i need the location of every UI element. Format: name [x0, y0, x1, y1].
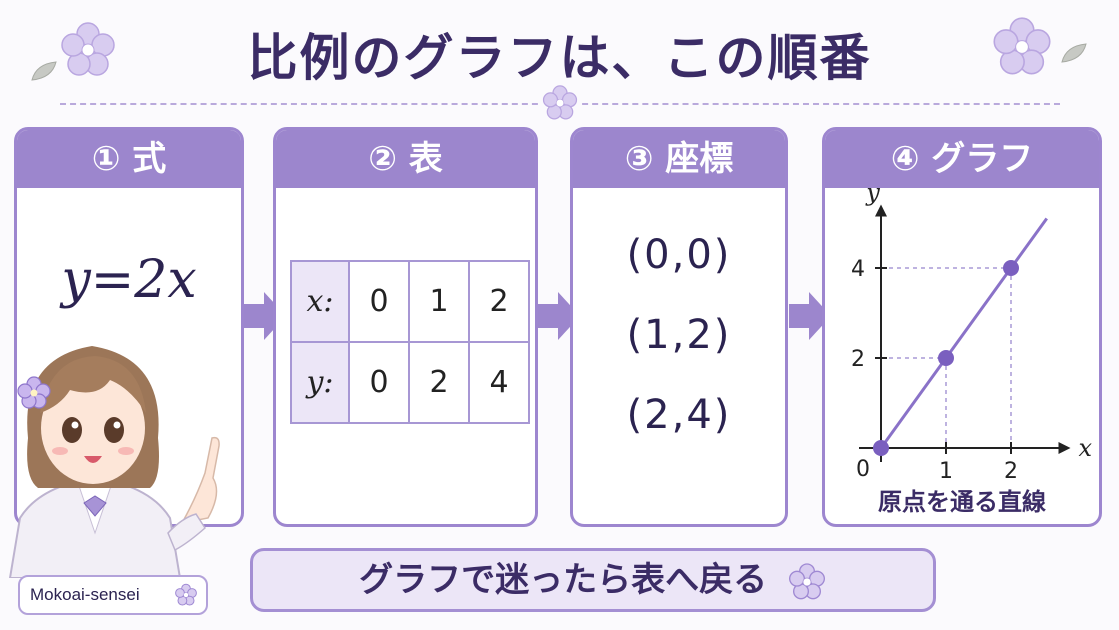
flower-icon [541, 84, 579, 122]
arrow-right-icon [538, 292, 580, 340]
step-card-table: ② 表 x: 0 1 2 y: 0 2 4 [273, 127, 538, 527]
proportional-graph: x y 0 1 2 2 4 [851, 188, 1093, 478]
step-header: ④ グラフ [825, 130, 1099, 188]
row-label-y: y: [290, 341, 350, 424]
row-label-x: x: [290, 260, 350, 343]
table-cell: 0 [348, 260, 410, 343]
author-name: Mokoai-sensei [30, 585, 140, 604]
step-card-graph: ④ グラフ x y 0 1 2 2 4 原点を通る直線 [822, 127, 1102, 527]
page-title: 比例のグラフは、この順番 [247, 29, 872, 87]
coordinate-text: (0,0) [626, 232, 732, 278]
data-point [1003, 260, 1019, 276]
footer-message: グラフで迷ったら表へ戻る [250, 548, 936, 612]
leaf-icon [1061, 43, 1087, 63]
flower-icon [788, 562, 825, 599]
graph-caption: 原点を通る直線 [878, 488, 1046, 516]
table-cell: 2 [468, 260, 530, 343]
arrow-right-icon [789, 292, 831, 340]
y-tick-label: 4 [851, 257, 865, 282]
x-axis-label: x [1079, 434, 1093, 462]
value-table: x: 0 1 2 y: 0 2 4 [290, 260, 530, 424]
table-cell: 0 [348, 341, 410, 424]
y-axis-arrow [875, 204, 887, 217]
table-cell: 4 [468, 341, 530, 424]
step-header: ③ 座標 [573, 130, 785, 188]
y-axis-label: y [865, 188, 880, 207]
flower-icon [993, 17, 1051, 75]
formula-text: y=2x [61, 250, 197, 310]
data-point [873, 440, 889, 456]
x-tick-label: 1 [939, 459, 953, 478]
step-header: ② 表 [276, 130, 535, 188]
step-card-coordinates: ③ 座標 (0,0) (1,2) (2,4) [570, 127, 788, 527]
table-row: x: 0 1 2 [290, 260, 530, 343]
leaf-icon [31, 61, 57, 81]
flower-icon [61, 22, 115, 76]
coordinate-text: (1,2) [626, 312, 732, 358]
y-tick-label: 2 [851, 347, 865, 372]
coordinate-text: (2,4) [626, 392, 732, 438]
footer-message-text: グラフで迷ったら表へ戻る [359, 560, 768, 600]
data-point [938, 350, 954, 366]
table-row: y: 0 2 4 [290, 341, 530, 424]
table-cell: 1 [408, 260, 470, 343]
flower-icon [175, 583, 197, 606]
arrow-right-icon [244, 292, 286, 340]
step-header: ① 式 [17, 130, 241, 188]
origin-label: 0 [856, 457, 870, 478]
table-cell: 2 [408, 341, 470, 424]
x-tick-label: 2 [1004, 459, 1018, 478]
teacher-illustration [8, 346, 220, 578]
x-axis-arrow [1058, 442, 1071, 454]
author-badge: Mokoai-sensei [18, 575, 208, 615]
series-line [879, 217, 1048, 449]
